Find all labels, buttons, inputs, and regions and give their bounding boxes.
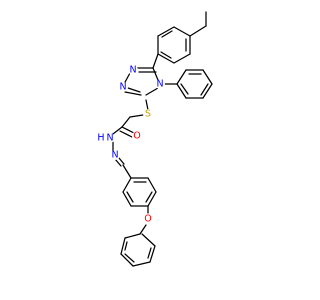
atom-label: N bbox=[129, 65, 136, 76]
atom-oxygen-ether: O bbox=[143, 214, 153, 225]
bond bbox=[114, 158, 122, 167]
bond bbox=[161, 30, 173, 38]
bond bbox=[139, 224, 147, 235]
bond bbox=[145, 99, 149, 111]
atom-n-triazole-2: N bbox=[118, 82, 128, 93]
bond bbox=[200, 83, 209, 96]
atom-label: S bbox=[145, 109, 151, 120]
bond bbox=[122, 164, 132, 179]
bond bbox=[124, 253, 135, 263]
bond bbox=[157, 53, 175, 64]
bond bbox=[118, 157, 125, 165]
atom-hydrogen-amide: H bbox=[96, 133, 106, 144]
bond bbox=[121, 116, 131, 128]
bond bbox=[124, 241, 128, 251]
atom-label: N bbox=[119, 82, 126, 93]
atom-label: N bbox=[156, 79, 163, 90]
bond bbox=[120, 253, 134, 267]
atom-n-amide: N bbox=[105, 133, 115, 144]
bond bbox=[180, 83, 189, 95]
bond bbox=[121, 126, 135, 134]
bond bbox=[176, 69, 187, 85]
bond bbox=[122, 191, 132, 207]
bond bbox=[122, 177, 132, 193]
bond bbox=[129, 114, 144, 118]
atom-label: N bbox=[111, 150, 118, 161]
bond bbox=[132, 261, 151, 267]
bond bbox=[120, 237, 126, 255]
bonds bbox=[112, 11, 213, 267]
bond bbox=[189, 25, 207, 37]
bond bbox=[202, 69, 213, 85]
atom-sulfur: S bbox=[143, 109, 153, 120]
bond bbox=[173, 53, 191, 64]
bond bbox=[127, 87, 141, 93]
bond bbox=[147, 191, 157, 207]
bond bbox=[123, 72, 131, 85]
bond bbox=[173, 26, 191, 37]
bond bbox=[124, 233, 141, 239]
molecule-structure: N N N S O H N N bbox=[96, 11, 213, 267]
bond bbox=[126, 191, 134, 203]
bond bbox=[147, 247, 152, 259]
bond bbox=[157, 26, 175, 37]
bond bbox=[149, 245, 156, 263]
bond bbox=[124, 91, 142, 96]
atom-n-imine: N bbox=[110, 150, 120, 161]
bond bbox=[112, 126, 123, 135]
bond bbox=[202, 83, 213, 99]
atom-labels: N N N S O H N N bbox=[96, 65, 165, 225]
atom-n-triazole-1: N bbox=[128, 65, 138, 76]
bond bbox=[160, 51, 172, 59]
bond bbox=[152, 67, 159, 81]
bond bbox=[141, 233, 156, 247]
bond bbox=[152, 53, 159, 69]
atom-label: O bbox=[144, 214, 151, 225]
bond bbox=[176, 83, 187, 99]
bond bbox=[145, 87, 159, 96]
atom-label: O bbox=[133, 131, 140, 142]
bond bbox=[119, 130, 133, 138]
atom-oxygen-carbonyl: O bbox=[132, 131, 142, 142]
bond bbox=[145, 191, 153, 203]
atom-label: N bbox=[106, 133, 113, 144]
atom-n-triazole-4: N bbox=[155, 79, 165, 90]
bond bbox=[147, 177, 157, 193]
atom-label: H bbox=[97, 133, 104, 144]
